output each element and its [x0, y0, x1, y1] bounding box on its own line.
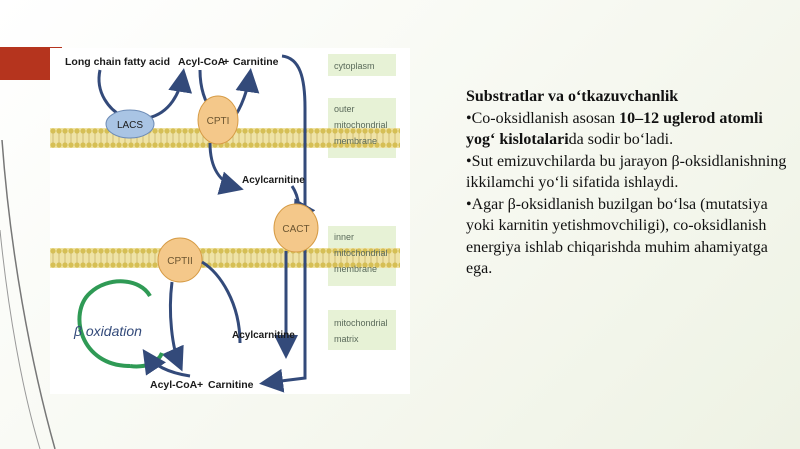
- arrow-fatty-acid-to-lacs: [97, 69, 123, 118]
- carnitine-shuttle-diagram: Long chain fatty acid Acyl-CoA + Carniti…: [50, 48, 410, 394]
- plus-top: +: [223, 56, 229, 68]
- fatty-acid-label: Long chain fatty acid: [65, 56, 170, 68]
- cact-transporter: [273, 203, 319, 253]
- acylcarnitine-mid-label: Acylcarnitine: [242, 175, 305, 186]
- lacs-label: LACS: [117, 120, 143, 131]
- slide-edge-decoration: [0, 139, 56, 449]
- lacs-enzyme: [105, 109, 155, 139]
- arrow-lacs-to-acyl-coa: [147, 68, 193, 120]
- cytoplasm-label-box: [328, 54, 396, 76]
- bullet-3: •Agar β-oksidlanish buzilgan bo‘lsa (mut…: [466, 194, 791, 280]
- matrix-label-1: mitochondrial: [334, 318, 388, 328]
- cpt2-enzyme: [157, 237, 203, 283]
- cytoplasm-label: cytoplasm: [334, 61, 375, 71]
- matrix-label-box: [328, 310, 396, 350]
- arrow-acyl-coa-to-beta-oxidation: [142, 349, 191, 378]
- arrow-cpt2-to-acyl-coa: [161, 281, 184, 372]
- slide-text-body: Substratlar va o‘tkazuvchanlik •Co-oksid…: [466, 86, 791, 280]
- inner-membrane: [50, 248, 400, 268]
- bullet-1-text: •Co-oksidlanish asosan: [466, 109, 620, 127]
- cpt1-label: CPTI: [207, 116, 230, 127]
- cpt1-enzyme: [197, 95, 239, 145]
- cact-label: CACT: [282, 224, 309, 235]
- arrow-carnitine-return: [259, 54, 307, 393]
- bullet-3-text: •Agar β-oksidlanish buzilgan bo‘lsa (mut…: [466, 195, 768, 278]
- matrix-label-2: matrix: [334, 334, 359, 344]
- cpt2-label: CPTII: [167, 256, 193, 267]
- arrow-cpt1-to-acylcarnitine: [208, 142, 244, 195]
- beta-oxidation-cycle: [77, 279, 152, 368]
- beta-oxidation-label: β oxidation: [73, 323, 142, 339]
- acyl-coa-bottom-label: Acyl-CoA: [150, 379, 198, 391]
- inner-membrane-label-3: membrane: [334, 264, 377, 274]
- slide-title: Substratlar va o‘tkazuvchanlik: [466, 88, 679, 105]
- carnitine-bottom-label: Carnitine: [208, 379, 254, 391]
- bullet-1-bold: 10–12 uglerod atomli yog‘ kislotalari: [466, 109, 763, 149]
- acylcarnitine-low-label: Acylcarnitine: [232, 330, 295, 341]
- bullet-2-text: •Sut emizuvchilarda bu jarayon β-oksidla…: [466, 152, 787, 192]
- bullet-1-suffix: da sodir bo‘ladi.: [568, 131, 674, 148]
- outer-membrane-label-3: membrane: [334, 136, 377, 146]
- bullet-2: •Sut emizuvchilarda bu jarayon β-oksidla…: [466, 151, 791, 194]
- plus-bottom: +: [197, 379, 203, 391]
- bullet-1: •Co-oksidlanish asosan 10–12 uglerod ato…: [466, 108, 791, 151]
- carnitine-top-label: Carnitine: [233, 56, 279, 68]
- acyl-coa-top-label: Acyl-CoA: [178, 56, 226, 68]
- outer-membrane-label-1: outer: [334, 104, 355, 114]
- inner-membrane-label-2: mitochondrial: [334, 248, 388, 258]
- inner-membrane-label-1: inner: [334, 232, 354, 242]
- outer-membrane-label-2: mitochondrial: [334, 120, 388, 130]
- arrow-acylcarnitine-to-cpt2: [201, 260, 242, 344]
